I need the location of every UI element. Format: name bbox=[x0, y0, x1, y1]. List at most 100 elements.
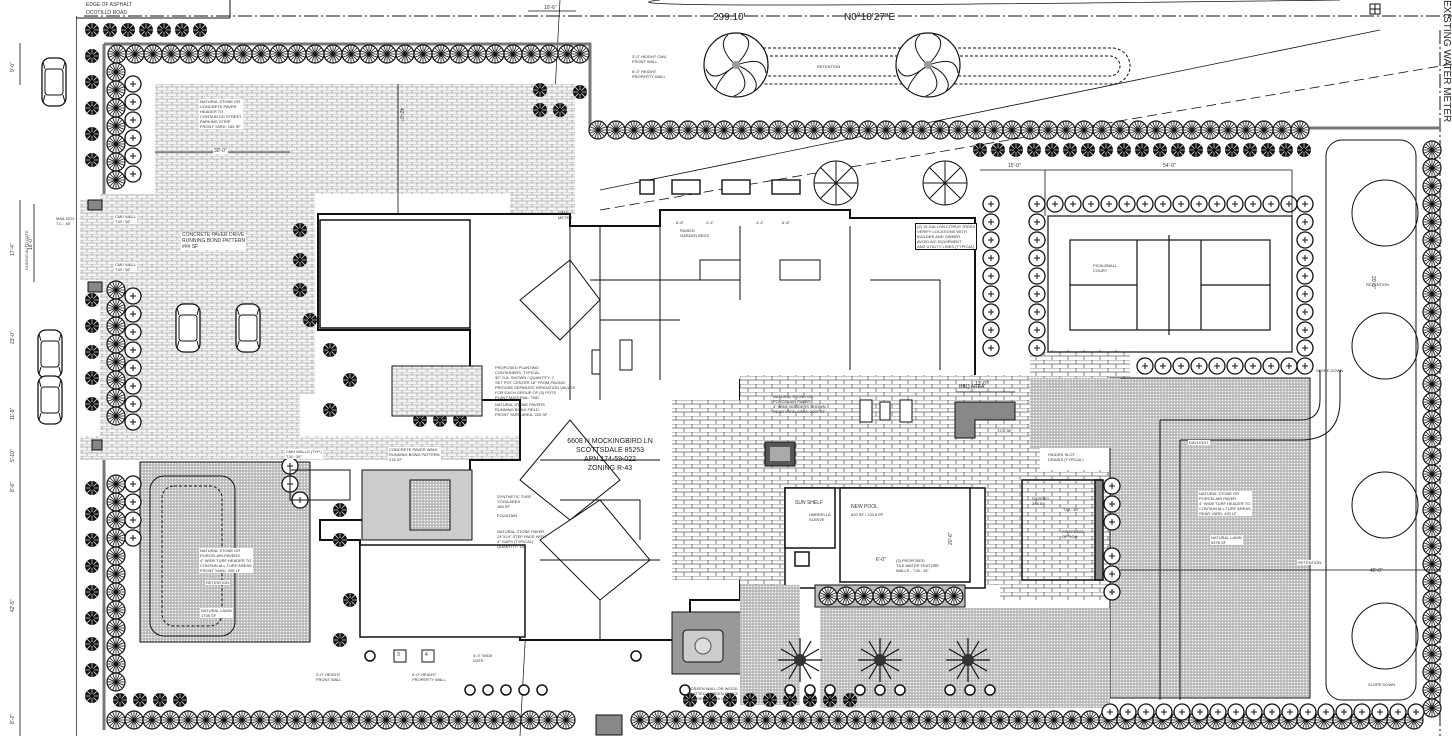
west-wheel-shrubs bbox=[106, 62, 126, 692]
boundary-bearing: N0°18'27"E bbox=[844, 12, 896, 23]
south-star-shrubs bbox=[112, 692, 858, 708]
house-footprint bbox=[317, 209, 976, 641]
utility-box-3: 3 bbox=[397, 652, 400, 658]
utility-box-4: 4 bbox=[425, 652, 428, 658]
water-meter-icon bbox=[1369, 3, 1381, 15]
boundary-length: 299.10' bbox=[713, 12, 746, 23]
dim-left-8-2: 8'-2" bbox=[10, 714, 16, 724]
bbq-tc: T.C.: 36" bbox=[997, 428, 1013, 433]
bbq-dim: 13'-0" bbox=[975, 381, 988, 387]
slope-down-label-1: SLOPE DOWN bbox=[1316, 368, 1344, 373]
edge-of-asphalt-label: EDGE OF ASPHALT bbox=[86, 2, 133, 8]
cmu-wall-label-1: CMU WALL T.W.: 36" bbox=[114, 214, 137, 224]
pickleball-court bbox=[1047, 215, 1293, 353]
front-paver-note: NATURAL STONE OR CONCRETE PAVER HEADER T… bbox=[199, 99, 243, 129]
fireplace-label: FIREPLACE OPTION bbox=[1062, 529, 1085, 539]
pickleball-label: PICKLEBALL COURT bbox=[1093, 263, 1118, 273]
retention-top-label: RETENTION bbox=[817, 64, 841, 69]
retention-lawn-label: RETENTION bbox=[1297, 560, 1323, 565]
pool-area-label: 820 SF / 120.5 PF bbox=[851, 512, 884, 517]
meter-gate bbox=[87, 199, 623, 736]
house-interior bbox=[519, 226, 941, 640]
rear-lawn-note: NATURAL STONE OR PORCELAIN PAVER 4" WIDE… bbox=[1198, 491, 1252, 516]
driveway-car-1 bbox=[175, 303, 201, 353]
dim-left-11-9: 11'-9" bbox=[10, 407, 16, 420]
walk-note: CONCRETE PAVER WALK RUNNING BOND PATTERN… bbox=[388, 447, 441, 462]
dim-left-16-0: 16'-0" bbox=[28, 237, 34, 250]
bed-dim-1: 6'-8" bbox=[676, 220, 684, 225]
dim-40-0: 40'-0" bbox=[1370, 568, 1383, 574]
fire-pit-table bbox=[764, 441, 796, 467]
pool-shrub-row bbox=[814, 584, 966, 608]
dim-30-0: 30'-0" bbox=[213, 148, 228, 154]
water-feature-label: (3) PROPOSED TILE WATER FEATURE WALLS - … bbox=[896, 558, 940, 573]
citrus-note: (2) 15 GALLON CITRUS TREES VERIFY LOCATI… bbox=[915, 223, 978, 250]
front-retention-label: RETENTION bbox=[205, 580, 231, 585]
bed-dim-4: 6'-8" bbox=[782, 220, 790, 225]
north-wall-shrubs bbox=[107, 44, 590, 64]
dim-15-0: 15'-0" bbox=[1008, 163, 1021, 169]
dim-left-8-6: 8'-6" bbox=[10, 482, 16, 492]
sun-shelf-label: SUN SHELF bbox=[795, 500, 824, 506]
north-shrubs-2 bbox=[972, 142, 1312, 158]
driveway-car-2 bbox=[235, 303, 261, 353]
front-lawn-note: NATURAL STONE OR PORCELAIN PAVERS 4" WID… bbox=[199, 548, 253, 573]
shade-tree-1 bbox=[703, 32, 769, 98]
mail-box-label: MAIL BOX T.C.: 48" bbox=[55, 216, 76, 226]
bed-dim-3: 4'-4" bbox=[756, 220, 764, 225]
dimension-lines bbox=[19, 10, 1440, 736]
dim-42-0: 42'-0" bbox=[398, 108, 404, 121]
dim-10-6: 10'-6" bbox=[544, 5, 557, 11]
step-pads-label: NATURAL STONE PAVER 24"X24" STEP PADS WI… bbox=[497, 529, 546, 549]
utility-boxes bbox=[393, 649, 435, 663]
bed-dim-2: 4'-4" bbox=[706, 220, 714, 225]
synthetic-turf-label: SYNTHETIC TURF YOGA AREA 165 SF bbox=[497, 494, 532, 509]
spa bbox=[671, 611, 743, 675]
retention-right-label: RETENTION bbox=[1366, 282, 1390, 287]
dim-6-0: 6'-0" bbox=[876, 557, 886, 563]
east-wall-shrubs bbox=[1422, 140, 1442, 718]
apn: APN 174-59-022 bbox=[583, 456, 637, 463]
wood-gate-label: 4'-0" WIDE GATE bbox=[473, 653, 493, 663]
front-wall-top-label: 3'-0" HEIGHT CMU FRONT WALL bbox=[632, 54, 667, 64]
screen-wall-label: SCREEN WALL OR WOOD SLATTED SCREEN FENCE… bbox=[688, 686, 739, 701]
retention-right bbox=[1325, 139, 1419, 701]
raised-beds-label: RAISED GARDEN BEDS bbox=[680, 228, 710, 238]
rear-lawn-label: NATURAL LAWN 5378 SF bbox=[1210, 535, 1243, 545]
drive-note: CONCRETE PAVER DRIVE RUNNING BOND PATTER… bbox=[181, 232, 247, 250]
umbrella-sleeve-label: UMBRELLA SLEEVE bbox=[809, 512, 831, 522]
shade-tree-2 bbox=[895, 32, 961, 98]
bbq-area bbox=[859, 399, 1016, 439]
north-property-shrubs bbox=[588, 120, 1310, 140]
cmu-walls-typ: CMU WALLS (TYP.) T.W.: 36" bbox=[285, 449, 323, 459]
dim-left-17-4: 17'-4" bbox=[10, 243, 16, 256]
front-stone-note: NATURAL STONE PAVERS RUNNING BOND FIELD … bbox=[495, 402, 548, 417]
slope-down-label-2: SLOPE DOWN bbox=[1368, 682, 1396, 687]
plus-shrubs-west bbox=[124, 75, 142, 547]
planting-note: PROPOSED PLANTING CONTAINERS, TYPICAL 30… bbox=[495, 365, 576, 400]
address-line2: SCOTTSDALE 85253 bbox=[575, 447, 645, 454]
road-name-label: OCOTILLO ROAD bbox=[86, 10, 128, 16]
cmu-wall-label-2: CMU WALL T.W.: 36" bbox=[114, 262, 137, 272]
hidden-drains-label: HIDDEN SLOT DRAINS (TYPICAL) bbox=[1047, 452, 1085, 462]
zoning: ZONING R-43 bbox=[587, 465, 633, 472]
raised-garden-beds bbox=[639, 179, 801, 195]
front-wall-bottom-label: 3'-0" HEIGHT FRONT WALL bbox=[316, 672, 342, 682]
fountain-label: FOUNTAIN bbox=[497, 513, 518, 518]
gazebo-label: GAZEBO 348 SF bbox=[1032, 496, 1049, 506]
address-line1: 6608 N MOCKINGBIRD LN bbox=[567, 438, 653, 445]
gate-meter-label: GATE METER bbox=[558, 210, 572, 220]
dim-54-0: 54'-0" bbox=[1163, 163, 1176, 169]
tw-18-label: T.W.: 18" bbox=[1063, 507, 1079, 512]
dim-left-5-10: 5'-10" bbox=[10, 449, 16, 462]
dim-left-23-0: 23'-0" bbox=[10, 331, 16, 344]
mid-trees bbox=[813, 160, 968, 206]
pool bbox=[784, 487, 986, 589]
water-meter-label: EXISTING WATER METER bbox=[1441, 0, 1452, 123]
daylight-label: DAYLIGHT bbox=[1188, 440, 1210, 445]
bbq-area-label: BBQ AREA bbox=[959, 384, 985, 390]
dim-20-0: 20'-0" bbox=[1370, 276, 1376, 289]
front-courtyard-pavers bbox=[289, 365, 483, 541]
dim-left-9-0: 9'-0" bbox=[10, 62, 16, 72]
